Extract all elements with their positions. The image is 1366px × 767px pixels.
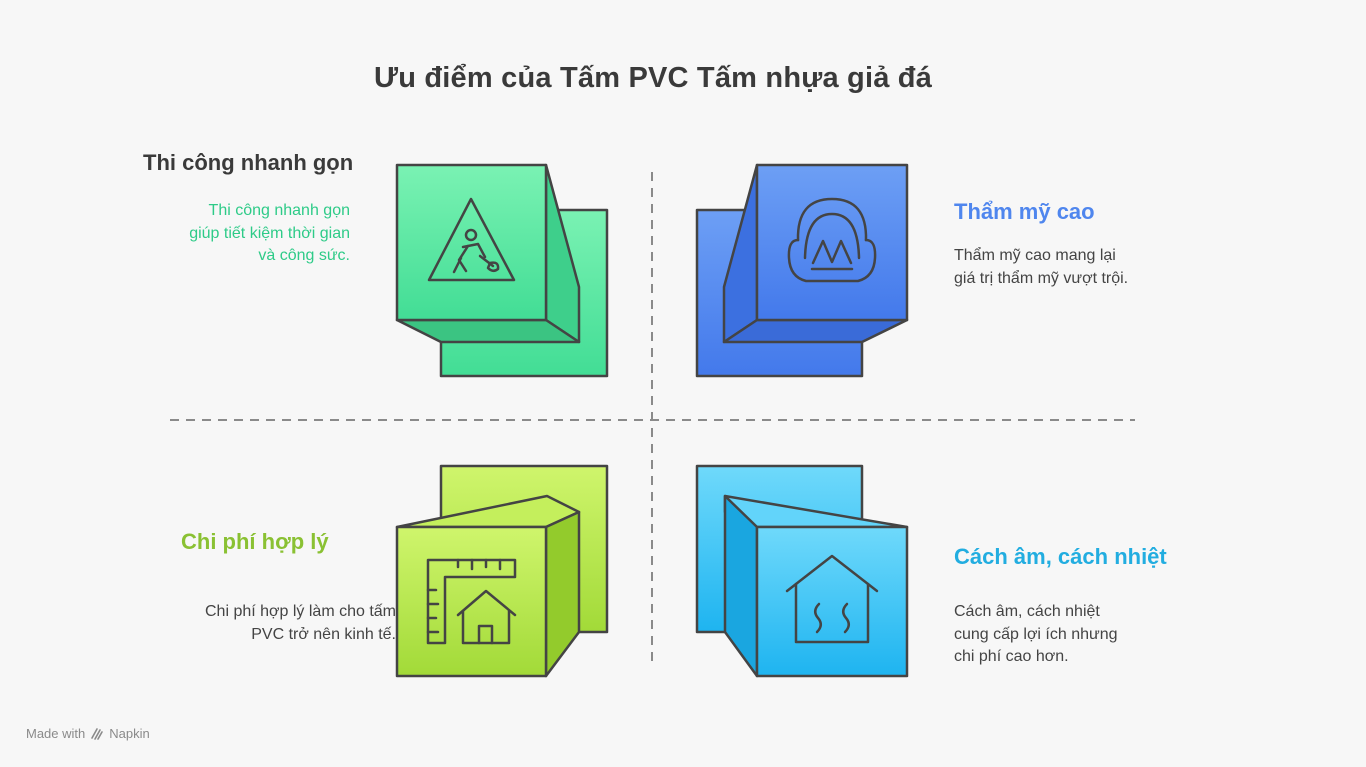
footer-credit: Made with Napkin: [26, 726, 150, 741]
block-bottom-right: [695, 464, 909, 678]
napkin-brand-label: Napkin: [109, 726, 150, 741]
bottom-left-title: Chi phí hợp lý: [181, 529, 329, 554]
bottom-right-title: Cách âm, cách nhiệt: [954, 544, 1167, 569]
block-top-left: [395, 163, 609, 378]
block-top-right: [695, 163, 909, 378]
top-right-description: Thẩm mỹ cao mang lại giá trị thẩm mỹ vượ…: [954, 247, 1129, 287]
top-left-description: Thi công nhanh gọn giúp tiết kiệm thời g…: [189, 202, 350, 264]
house-heat-icon: [785, 554, 879, 644]
diagram-title: Ưu điểm của Tấm PVC Tấm nhựa giả đá: [373, 62, 933, 94]
top-left-title: Thi công nhanh gọn: [143, 150, 354, 175]
bottom-left-description: Chi phí hợp lý làm cho tấm PVC trở nên k…: [204, 603, 396, 643]
top-right-title: Thẩm mỹ cao: [954, 199, 1095, 224]
car-seat-icon: [787, 197, 877, 283]
block-bottom-left: [395, 464, 609, 678]
house-ruler-icon: [426, 558, 517, 645]
bottom-right-description: Cách âm, cách nhiệt cung cấp lợi ích như…: [954, 603, 1118, 665]
made-with-label: Made with: [26, 726, 86, 741]
napkin-logo-icon: [91, 727, 104, 740]
construction-worker-sign-icon: [427, 197, 516, 282]
